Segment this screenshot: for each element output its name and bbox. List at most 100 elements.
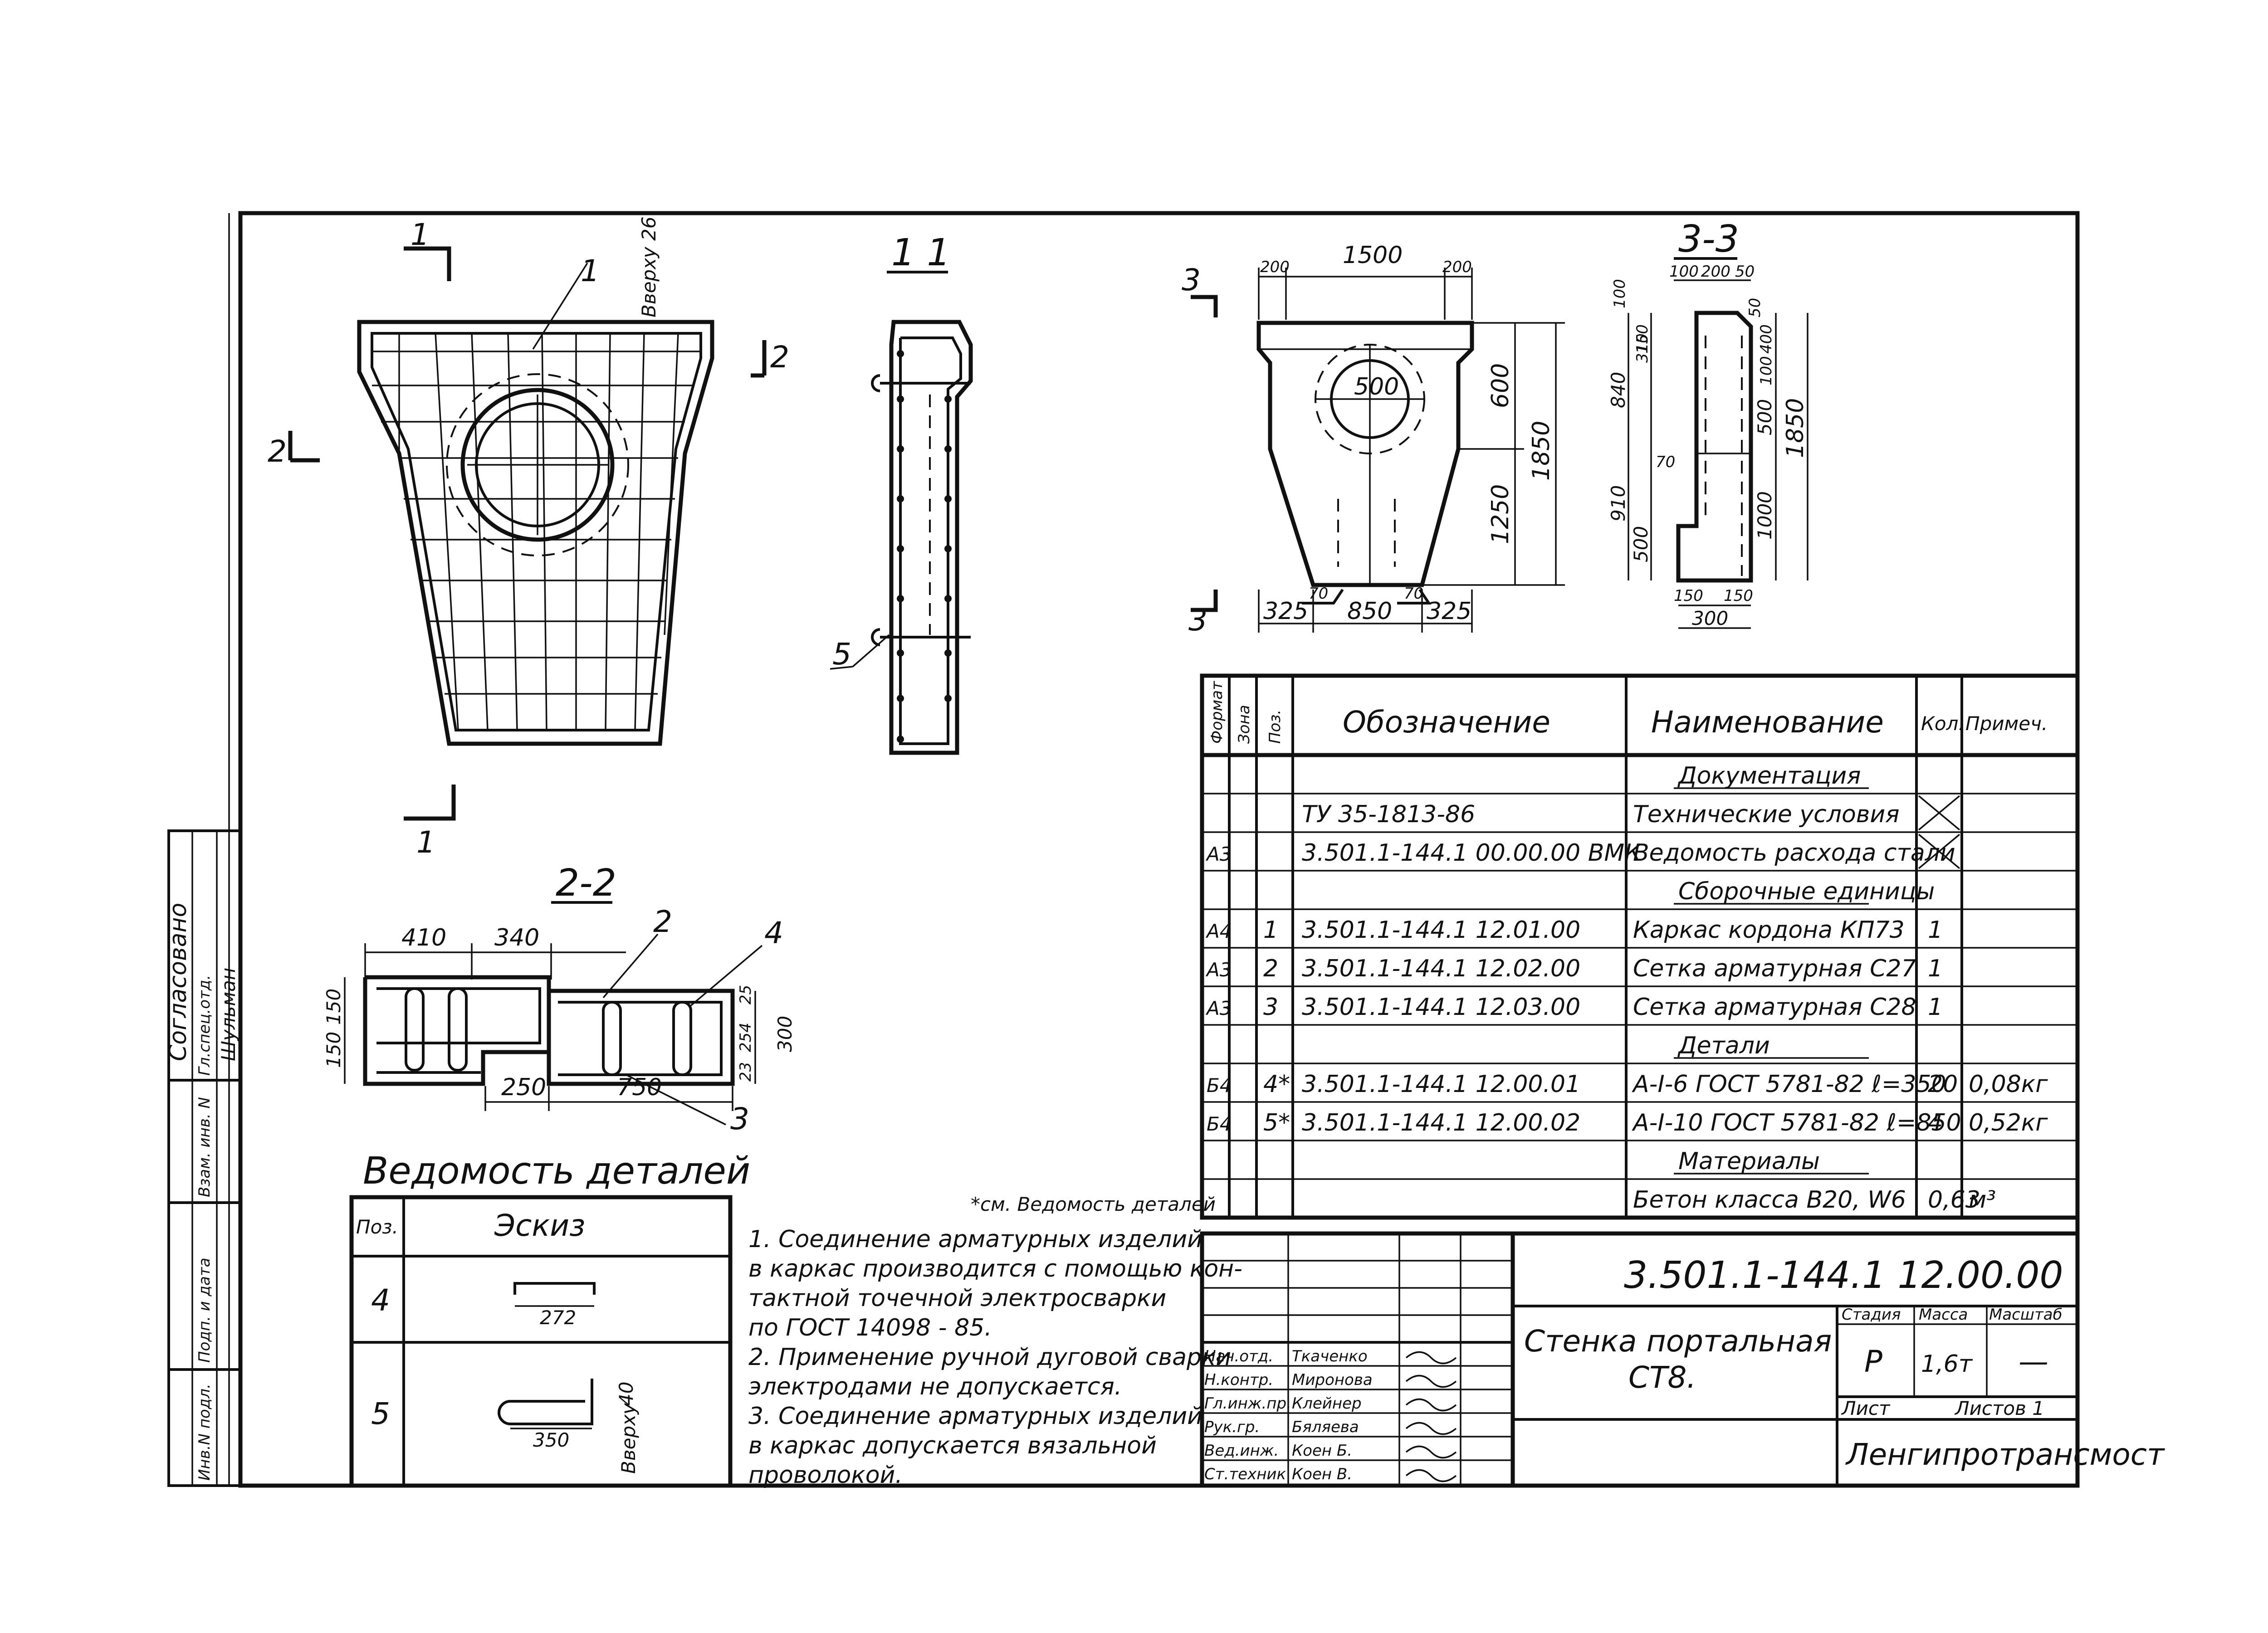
title-scale: — <box>2019 1344 2048 1379</box>
spec-row: Сборочные единицы <box>1674 878 1935 905</box>
note-line: электродами не допускается. <box>748 1373 1122 1400</box>
section-1-outline <box>889 320 973 755</box>
dim-200-right: 200 <box>1442 258 1472 276</box>
front-view: 1 1 2 2 1 Вверху 26 <box>268 216 789 860</box>
s3-dim-500: 500 <box>1630 526 1652 562</box>
spec-header-zone: Зона <box>1235 705 1253 744</box>
spec-cell-format: Б4 <box>1207 1074 1232 1097</box>
details-sheet: Ведомость деталей Поз. Эскиз 4 272 5 350… <box>349 1150 750 1488</box>
spec-header-designation: Обозначение <box>1343 705 1550 740</box>
title-sheet-label: Лист <box>1841 1397 1891 1419</box>
tb-person-name: Клейнер <box>1292 1394 1362 1413</box>
spec-cell-name: А-I-10 ГОСТ 5781-82 ℓ=850 <box>1632 1109 1961 1136</box>
cut-3-label-bottom: 3 <box>1188 603 1207 638</box>
title-block: 3.501.1-144.1 12.00.00 Стенка портальная… <box>1200 1231 2165 1488</box>
spec-cell-designation: 3.501.1-144.1 00.00.00 ВМК <box>1302 839 1642 867</box>
spec-cell-qty: 20 <box>1928 1071 1958 1098</box>
dim-1250: 1250 <box>1487 484 1514 544</box>
spec-cell-format: А3 <box>1205 997 1232 1019</box>
s3-dim-310: 310 <box>1633 333 1652 363</box>
note-line: 1. Соединение арматурных изделий <box>748 1226 1202 1253</box>
title-part-name-1: Стенка портальная <box>1524 1324 1832 1359</box>
spec-cell-format: А3 <box>1205 959 1232 981</box>
dim-325-right: 325 <box>1427 598 1471 625</box>
section-3-title: 3-3 <box>1678 218 1739 261</box>
tb-person-name: Ткаченко <box>1292 1347 1368 1365</box>
spec-cell-designation: 3.501.1-144.1 12.03.00 <box>1302 994 1580 1021</box>
spec-row: Детали <box>1674 1032 1869 1059</box>
note-line: проволокой. <box>748 1462 903 1489</box>
left-stamp: Согласовано Шульман Гл.спец.отд. Взам. и… <box>165 829 242 1487</box>
spec-cell-pos: 5* <box>1263 1109 1290 1136</box>
note-line: тактной точечной электросварки <box>748 1285 1166 1312</box>
tb-person-name: Коен Б. <box>1292 1442 1352 1460</box>
dim-340: 340 <box>494 924 539 951</box>
cut-1-top <box>404 246 451 281</box>
details-header-sketch: Эскиз <box>494 1208 585 1243</box>
detail-4-sketch <box>513 1282 596 1295</box>
section-1-rebar-dots <box>897 350 952 743</box>
s3-dim-200: 200 <box>1701 263 1730 281</box>
dim-23: 23 <box>737 1062 755 1082</box>
spec-cell-qty: 4 <box>1928 1109 1943 1136</box>
notes: *см. Ведомость деталей 1. Соединение арм… <box>748 1193 1242 1489</box>
tb-person-name: Коен В. <box>1292 1465 1352 1483</box>
details-row-5-note: Вверху <box>617 1403 640 1474</box>
note-line: в каркас производится с помощью кон- <box>748 1255 1242 1282</box>
signature <box>1405 1351 1457 1365</box>
s3-dim-r400: 400 <box>1757 324 1775 354</box>
cut-3-label-top: 3 <box>1182 263 1201 297</box>
section-2-callout-2: 2 <box>653 904 672 939</box>
signature <box>1405 1398 1457 1412</box>
pipe-opening-outer <box>460 388 615 542</box>
note-line: 3. Соединение арматурных изделий <box>748 1403 1202 1430</box>
notes-ref: *см. Ведомость деталей <box>971 1193 1216 1215</box>
spec-cell-name: Сборочные единицы <box>1678 878 1935 905</box>
signature <box>1405 1469 1457 1482</box>
spec-cell-note: 0,52кг <box>1969 1109 2048 1136</box>
s3-dim-50: 50 <box>1735 263 1755 281</box>
details-row-4-pos: 4 <box>371 1283 390 1318</box>
spec-cell-name: Материалы <box>1678 1148 1820 1175</box>
wall-outline <box>357 320 714 746</box>
spec-cell-qty: 1 <box>1928 955 1943 982</box>
spec-cell-note: м³ <box>1969 1186 1996 1214</box>
section-3-outline <box>1676 311 1753 583</box>
s3-dim-910: 910 <box>1607 485 1629 522</box>
cut-1-bottom <box>404 785 456 821</box>
spec-cell-designation: 3.501.1-144.1 12.01.00 <box>1302 916 1580 944</box>
details-row-5-dim: 350 <box>533 1429 569 1451</box>
dim-1850: 1850 <box>1528 421 1555 481</box>
title-block-grid <box>1202 1260 1513 1461</box>
dim-300: 300 <box>774 1016 796 1052</box>
dim-250: 250 <box>501 1074 546 1101</box>
dim-150b: 150 <box>323 989 345 1025</box>
s3-dim-r100: 100 <box>1757 356 1775 385</box>
spec-cell-name: Документация <box>1677 762 1861 790</box>
tb-role: Ст.техник <box>1204 1465 1286 1483</box>
title-mass-label: Масса <box>1919 1306 1968 1324</box>
stamp-agreed: Согласовано <box>165 903 192 1061</box>
dim-750: 750 <box>617 1074 662 1101</box>
tb-person-name: Бяляева <box>1292 1418 1359 1436</box>
s3-dim-840: 840 <box>1607 372 1629 408</box>
s3-dim-l150: 150 <box>1633 324 1652 354</box>
stamp-inv-podl: Инв.N подл. <box>196 1384 214 1481</box>
spec-cell-format: А4 <box>1205 920 1232 942</box>
section-3-3: 3-3 100 200 50 50 100 150 840 310 910 50… <box>1607 218 1809 629</box>
dim-254: 254 <box>737 1023 755 1052</box>
section-1-1: 1 1 5 <box>830 231 973 755</box>
s3-dim-100: 100 <box>1669 263 1699 281</box>
signature <box>1405 1422 1457 1435</box>
stamp-sign-date: Подп. и дата <box>196 1258 214 1363</box>
spec-cell-pos: 1 <box>1263 916 1278 944</box>
details-title: Ведомость деталей <box>363 1150 750 1193</box>
stamp-inv-vzam: Взам. инв. N <box>196 1097 214 1197</box>
spec-cell-qty: 1 <box>1928 916 1943 944</box>
